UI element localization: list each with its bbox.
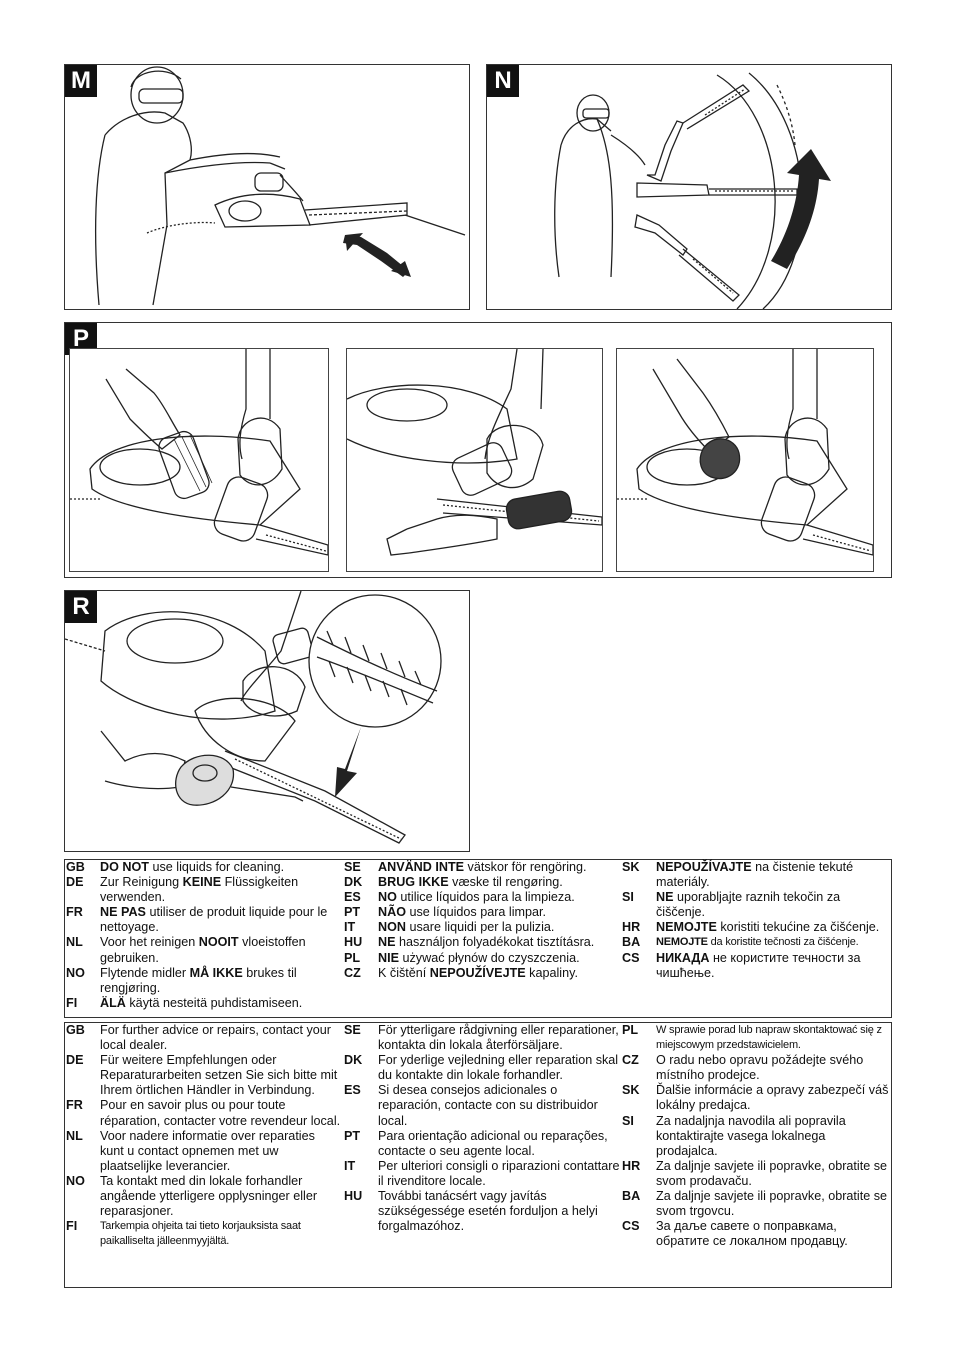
panel-p-step-2: [346, 348, 603, 572]
panel-n: N: [486, 64, 892, 310]
panel-m: M: [64, 64, 470, 310]
panel-label: N: [487, 65, 519, 97]
panel-p-step-1: [69, 348, 329, 572]
illustration-p3: [617, 349, 873, 556]
illustration-r: [65, 591, 442, 844]
panel-label: M: [65, 65, 97, 97]
panel-p-step-3: [616, 348, 874, 572]
illustration-m: [94, 66, 466, 306]
illustration-p2: [347, 349, 602, 556]
panel-r: R: [64, 590, 470, 852]
illustration-n: [554, 72, 831, 309]
panel-label: R: [65, 591, 97, 623]
panel-p: P: [64, 322, 892, 578]
illustration-p1: [70, 349, 328, 556]
